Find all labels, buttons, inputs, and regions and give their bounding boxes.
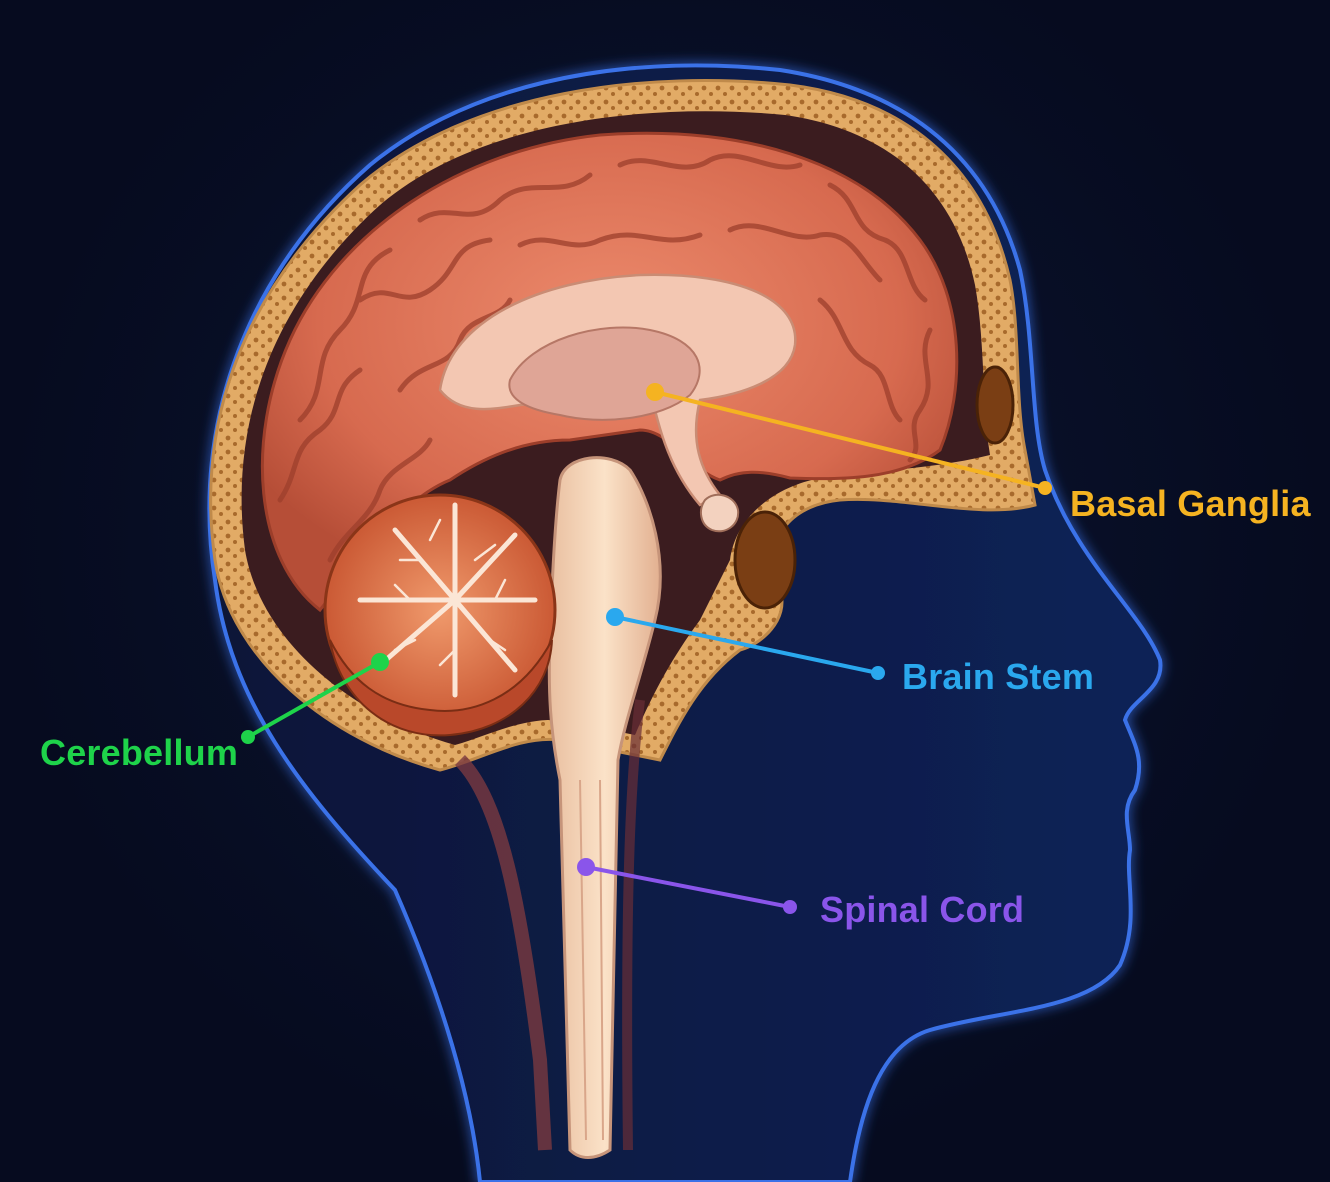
leader-dots (241, 383, 1052, 914)
dot-brain-stem-start (606, 608, 624, 626)
frontal-sinus (975, 365, 1015, 445)
dot-cerebellum-end (241, 730, 255, 744)
cerebral-gyri (277, 153, 933, 563)
spinal-canal-line (579, 779, 604, 1141)
meninges-front (622, 699, 645, 1151)
meninges-back (454, 755, 552, 1151)
label-spinal-cord: Spinal Cord (820, 889, 1024, 930)
dot-cerebellum-start (371, 653, 389, 671)
cerebellum-structure (323, 493, 557, 737)
label-brain-stem: Brain Stem (902, 656, 1094, 697)
dot-brain-stem-end (871, 666, 885, 680)
leader-spinal-cord (585, 865, 791, 909)
leader-brain-stem (614, 615, 879, 675)
dot-basal-ganglia-end (1038, 481, 1052, 495)
dot-spinal-cord-start (577, 858, 595, 876)
label-cerebellum: Cerebellum (40, 732, 238, 773)
leader-lines (247, 390, 1046, 909)
dot-spinal-cord-end (783, 900, 797, 914)
leader-basal-ganglia (654, 390, 1046, 490)
pituitary (699, 493, 740, 533)
label-basal-ganglia: Basal Ganglia (1070, 483, 1311, 524)
sphenoid-sinus (733, 510, 797, 610)
dot-basal-ganglia-start (646, 383, 664, 401)
leader-cerebellum (247, 660, 381, 739)
